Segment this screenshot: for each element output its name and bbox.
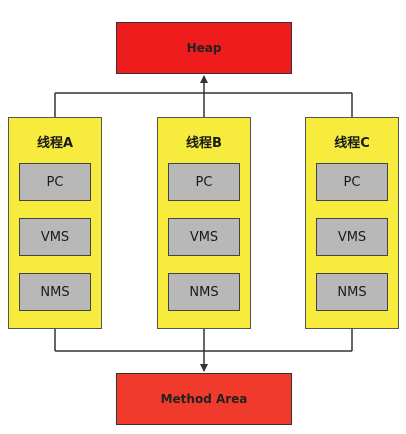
thread-b-pc-cell: PC [168, 163, 240, 201]
thread-a-vms-cell: VMS [19, 218, 91, 256]
heap-label: Heap [186, 41, 222, 55]
thread-c-pc-cell: PC [316, 163, 388, 201]
thread-b-box: 线程B PC VMS NMS [157, 117, 251, 329]
thread-c-nms-cell: NMS [316, 273, 388, 311]
thread-c-box: 线程C PC VMS NMS [305, 117, 399, 329]
thread-b-vms-cell: VMS [168, 218, 240, 256]
method-area-label: Method Area [160, 392, 248, 406]
thread-a-box: 线程A PC VMS NMS [8, 117, 102, 329]
thread-c-title: 线程C [334, 136, 370, 151]
thread-b-nms-cell: NMS [168, 273, 240, 311]
thread-b-title: 线程B [186, 136, 222, 151]
thread-a-title: 线程A [36, 136, 74, 151]
heap-box: Heap [116, 22, 292, 74]
thread-c-vms-cell: VMS [316, 218, 388, 256]
thread-a-nms-cell: NMS [19, 273, 91, 311]
method-area-box: Method Area [116, 373, 292, 425]
thread-a-pc-cell: PC [19, 163, 91, 201]
